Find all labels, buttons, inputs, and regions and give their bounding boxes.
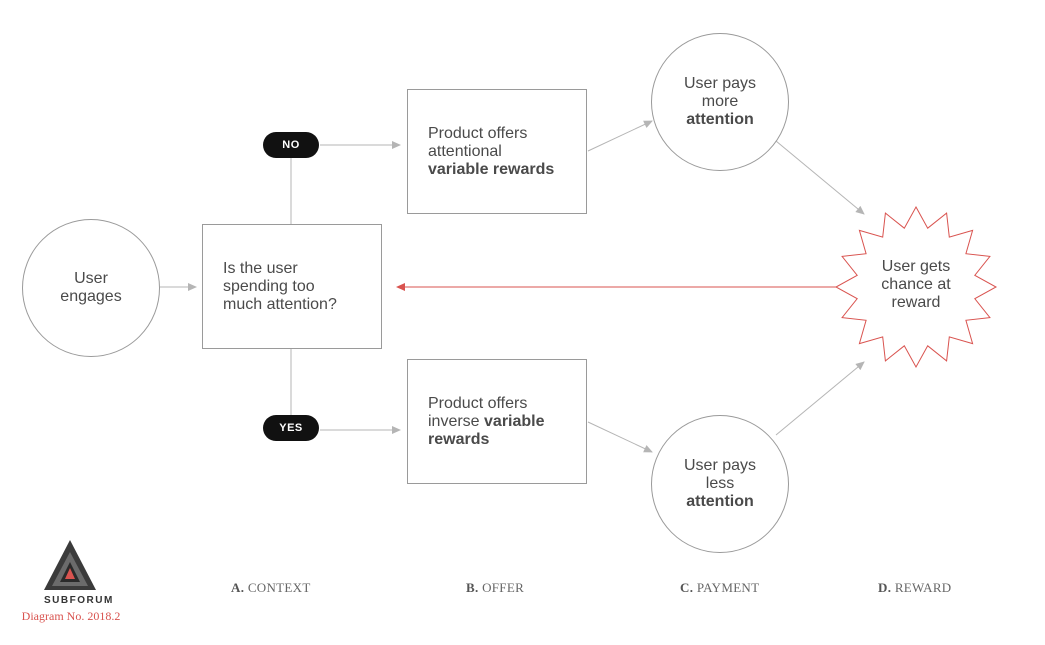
subforum-logo xyxy=(44,540,96,590)
offer-yes-line-3: rewards xyxy=(428,430,490,448)
reward-line-2: chance at xyxy=(881,276,951,293)
user-engages-line-2: engages xyxy=(60,288,122,305)
pays-more-node: User pays more attention xyxy=(651,33,789,171)
stage-letter: A. xyxy=(231,580,245,595)
question-line-2: spending too xyxy=(223,277,315,295)
user-engages-line-1: User xyxy=(74,270,108,287)
stage-name: PAYMENT xyxy=(696,580,760,595)
stage-letter: C. xyxy=(680,580,694,595)
stage-label-payment: C. PAYMENT xyxy=(680,580,759,596)
arrow-offer-to-pays-less xyxy=(587,421,653,453)
stage-letter: D. xyxy=(878,580,892,595)
arrow-offer-to-pays-more xyxy=(587,120,653,152)
reward-line-1: User gets xyxy=(881,258,951,275)
user-engages-node: User engages xyxy=(22,219,160,357)
question-line-1: Is the user xyxy=(223,259,298,277)
offer-yes-line-1: Product offers xyxy=(428,394,528,412)
pays-more-line-1: User pays xyxy=(683,75,757,92)
stage-name: CONTEXT xyxy=(247,580,311,595)
yes-badge: YES xyxy=(263,415,319,441)
pays-less-line-2: less xyxy=(705,475,735,492)
stage-letter: B. xyxy=(466,580,479,595)
offer-yes-line-2-bold: variable xyxy=(484,412,545,430)
question-line-3: much attention? xyxy=(223,295,337,313)
offer-no-line-1: Product offers xyxy=(428,124,528,142)
offer-yes-line-2: inverse variable xyxy=(428,413,586,431)
arrow-pays-less-to-reward xyxy=(775,361,865,436)
offer-variable-rewards-node: Product offers attentional variable rewa… xyxy=(407,89,587,214)
pays-less-line-3: attention xyxy=(686,493,754,510)
reward-node-label: User gets chance at reward xyxy=(848,258,984,312)
offer-no-line-2: attentional xyxy=(428,142,502,160)
offer-inverse-rewards-node: Product offers inverse variable rewards xyxy=(407,359,587,484)
reward-starburst xyxy=(834,205,998,369)
stage-name: REWARD xyxy=(894,580,952,595)
stage-label-offer: B. OFFER xyxy=(466,580,524,596)
pays-more-line-2: more xyxy=(701,93,739,110)
offer-no-line-3: variable rewards xyxy=(428,160,555,178)
no-badge: NO xyxy=(263,132,319,158)
stage-label-context: A. CONTEXT xyxy=(231,580,311,596)
arrow-pays-more-to-reward xyxy=(775,140,865,215)
offer-yes-line-2-plain: inverse xyxy=(428,412,485,430)
reward-line-3: reward xyxy=(891,294,941,311)
stage-label-reward: D. REWARD xyxy=(878,580,952,596)
stage-name: OFFER xyxy=(482,580,525,595)
pays-less-line-1: User pays xyxy=(683,457,757,474)
brand-name: SUBFORUM xyxy=(44,595,114,606)
question-node: Is the user spending too much attention? xyxy=(202,224,382,349)
pays-less-node: User pays less attention xyxy=(651,415,789,553)
diagram-number: Diagram No. 2018.2 xyxy=(21,609,121,623)
pays-more-line-3: attention xyxy=(686,111,754,128)
